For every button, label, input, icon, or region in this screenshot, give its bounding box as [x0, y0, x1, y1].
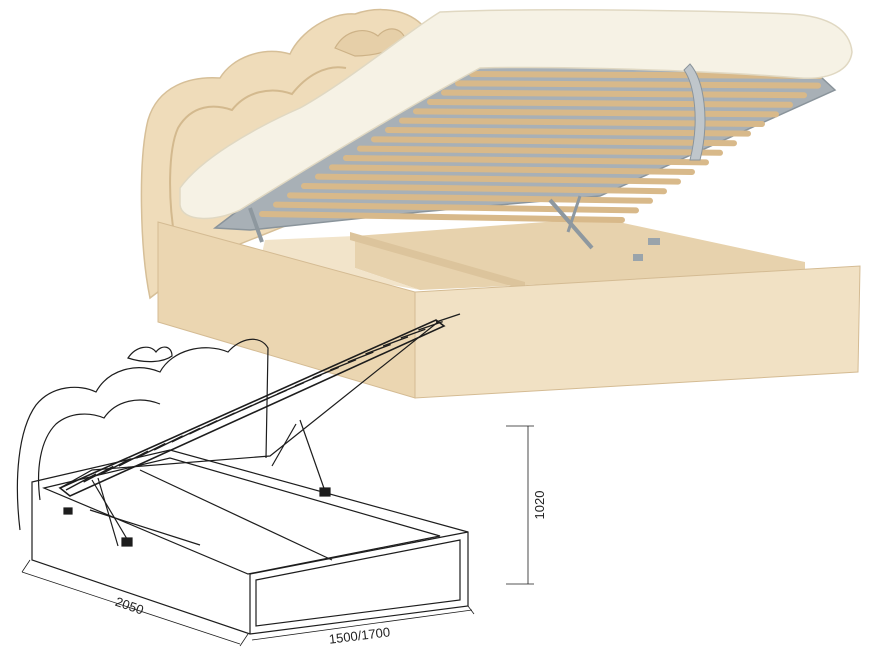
- drawing-strut: [271, 423, 297, 467]
- base-inner-floor: [260, 236, 420, 290]
- drawing-foot-panel: [255, 539, 461, 627]
- dimension-width-label: 1500/1700: [328, 624, 391, 646]
- slat: [371, 136, 737, 147]
- slat: [441, 89, 807, 99]
- base-divider: [350, 232, 525, 290]
- slat: [455, 80, 821, 89]
- drawing-platform: [58, 319, 446, 497]
- dimension-length: [21, 559, 249, 647]
- bed-line-drawing: [16, 313, 534, 647]
- dimension-height-label: 1020: [532, 491, 547, 520]
- headboard-carving: [169, 66, 347, 241]
- slat: [413, 108, 779, 118]
- slat: [357, 145, 723, 156]
- drawing-divider: [89, 509, 201, 546]
- drawing-base-edge: [249, 531, 469, 575]
- drawing-slat: [118, 450, 149, 467]
- drawing-slat: [365, 343, 391, 355]
- drawing-slat: [418, 320, 443, 331]
- drawing-strut: [91, 479, 131, 545]
- drawing-bracket: [319, 487, 331, 497]
- drawing-slat: [136, 442, 166, 459]
- drawing-slat: [83, 465, 114, 483]
- drawing-slat: [382, 336, 409, 347]
- drawing-slats: [65, 313, 461, 491]
- slats: [259, 71, 823, 223]
- drawing-slat: [347, 351, 374, 363]
- drawing-bracket: [121, 537, 133, 547]
- drawing-platform-back: [59, 321, 439, 489]
- slat: [301, 183, 667, 195]
- drawing-divider: [139, 469, 333, 561]
- drawing-slat: [400, 328, 426, 339]
- hinge-bracket: [648, 238, 660, 245]
- lift-strap: [683, 63, 706, 161]
- slat: [399, 117, 765, 127]
- hinge-bracket: [633, 254, 643, 261]
- drawing-slat: [100, 458, 131, 475]
- slat: [343, 155, 709, 166]
- drawing-strut: [97, 477, 119, 547]
- drawing-slat: [65, 473, 97, 491]
- drawing-slat: [435, 313, 461, 323]
- dimension-width: [251, 605, 475, 641]
- slat: [329, 164, 695, 175]
- bed-photo: [140, 8, 861, 399]
- slat: [385, 127, 751, 137]
- slat: [259, 211, 625, 223]
- gas-strut: [566, 195, 582, 233]
- gas-strut: [248, 207, 264, 243]
- drawing-ornament: [127, 346, 173, 363]
- slat: [315, 173, 681, 185]
- base-foot-end: [414, 265, 861, 399]
- drawing-headboard: [16, 338, 269, 531]
- drawing-slat: [330, 359, 357, 371]
- slat: [427, 99, 793, 108]
- drawing-base-top-inner: [42, 457, 441, 575]
- dimension-height: [506, 425, 534, 585]
- drawing-strut: [299, 419, 327, 495]
- mattress: [179, 9, 853, 220]
- drawing-headboard-inner: [37, 399, 161, 501]
- slat: [287, 192, 653, 204]
- drawing-bracket: [63, 507, 73, 515]
